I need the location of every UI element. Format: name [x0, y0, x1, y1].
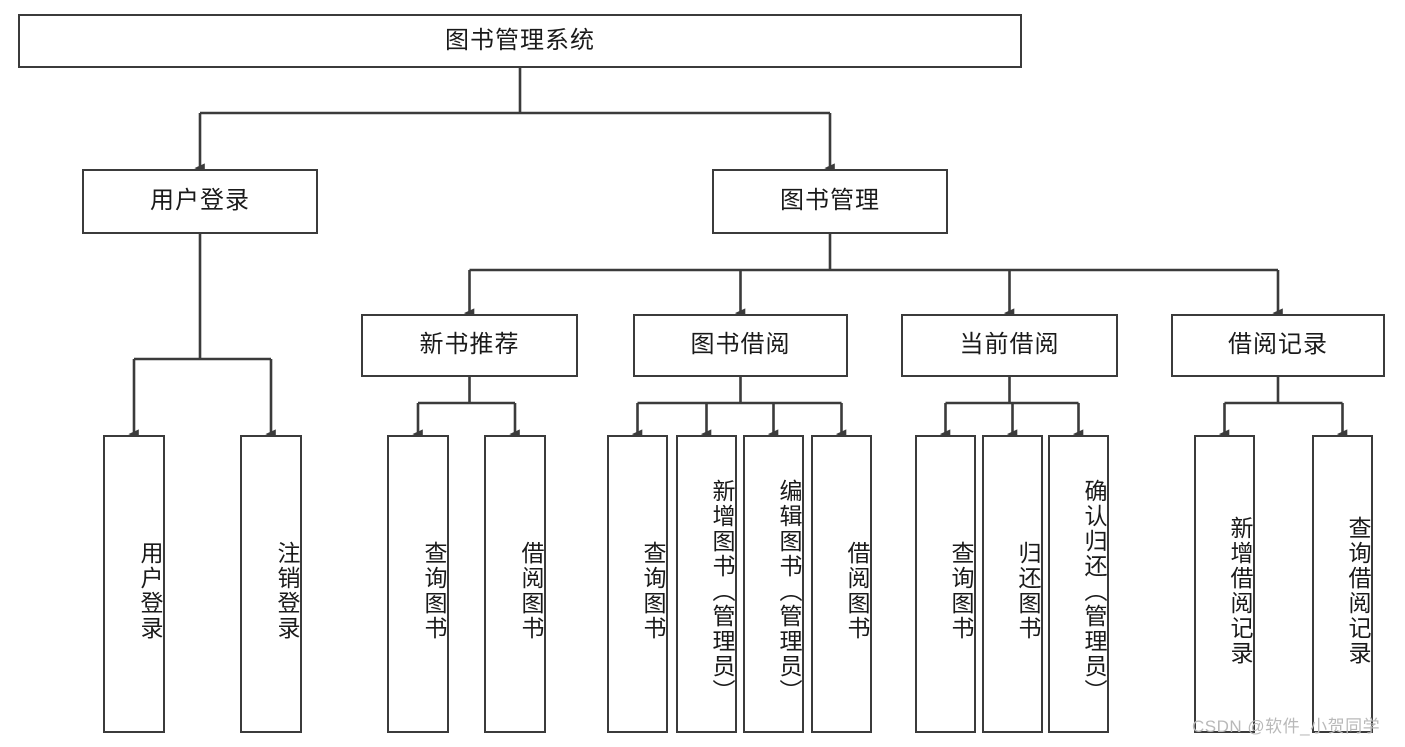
- node-book-manage[interactable]: 图书管理: [712, 169, 948, 234]
- node-label: 查询图书: [948, 541, 974, 641]
- node-user-login[interactable]: 用户登录: [82, 169, 318, 234]
- node-label: 用户登录: [150, 187, 250, 215]
- node-label: 新增图书（管理员）: [709, 478, 735, 704]
- node-book-borrow[interactable]: 图书借阅: [633, 314, 848, 377]
- node-leaf-borrow-book-2[interactable]: 借阅图书: [811, 435, 872, 733]
- node-label: 查询图书: [640, 541, 666, 641]
- node-leaf-user-logout[interactable]: 注销登录: [240, 435, 302, 733]
- node-label: 当前借阅: [959, 331, 1060, 359]
- node-leaf-query-book-2[interactable]: 查询图书: [607, 435, 668, 733]
- node-label: 借阅图书: [518, 541, 544, 641]
- node-label: 图书借阅: [690, 331, 791, 359]
- node-label: 用户登录: [137, 541, 163, 641]
- node-label: 图书管理系统: [445, 26, 595, 54]
- csdn-watermark: CSDN @软件_小贺同学: [1192, 717, 1381, 736]
- node-label: 查询借阅记录: [1345, 516, 1371, 666]
- node-leaf-return-book[interactable]: 归还图书: [982, 435, 1043, 733]
- node-leaf-user-login[interactable]: 用户登录: [103, 435, 165, 733]
- node-label: 图书管理: [780, 187, 880, 215]
- node-leaf-add-book[interactable]: 新增图书（管理员）: [676, 435, 737, 733]
- node-label: 确认归还（管理员）: [1081, 478, 1107, 704]
- node-label: 编辑图书（管理员）: [776, 478, 802, 704]
- node-current-borrow[interactable]: 当前借阅: [901, 314, 1118, 377]
- node-label: 注销登录: [274, 541, 300, 641]
- node-leaf-query-record[interactable]: 查询借阅记录: [1312, 435, 1373, 733]
- node-leaf-query-book-1[interactable]: 查询图书: [387, 435, 449, 733]
- node-label: 新增借阅记录: [1227, 516, 1253, 666]
- node-label: 借阅记录: [1228, 331, 1328, 359]
- node-leaf-edit-book[interactable]: 编辑图书（管理员）: [743, 435, 804, 733]
- node-label: 新书推荐: [419, 331, 520, 359]
- node-label: 归还图书: [1015, 541, 1041, 641]
- node-borrow-record[interactable]: 借阅记录: [1171, 314, 1385, 377]
- node-new-book-recommend[interactable]: 新书推荐: [361, 314, 578, 377]
- node-label: 借阅图书: [844, 541, 870, 641]
- edge-group: [128, 68, 1348, 439]
- node-leaf-query-book-3[interactable]: 查询图书: [915, 435, 976, 733]
- node-leaf-confirm-return[interactable]: 确认归还（管理员）: [1048, 435, 1109, 733]
- node-leaf-borrow-book-1[interactable]: 借阅图书: [484, 435, 546, 733]
- node-root[interactable]: 图书管理系统: [18, 14, 1022, 68]
- node-label: 查询图书: [421, 541, 447, 641]
- node-leaf-add-record[interactable]: 新增借阅记录: [1194, 435, 1255, 733]
